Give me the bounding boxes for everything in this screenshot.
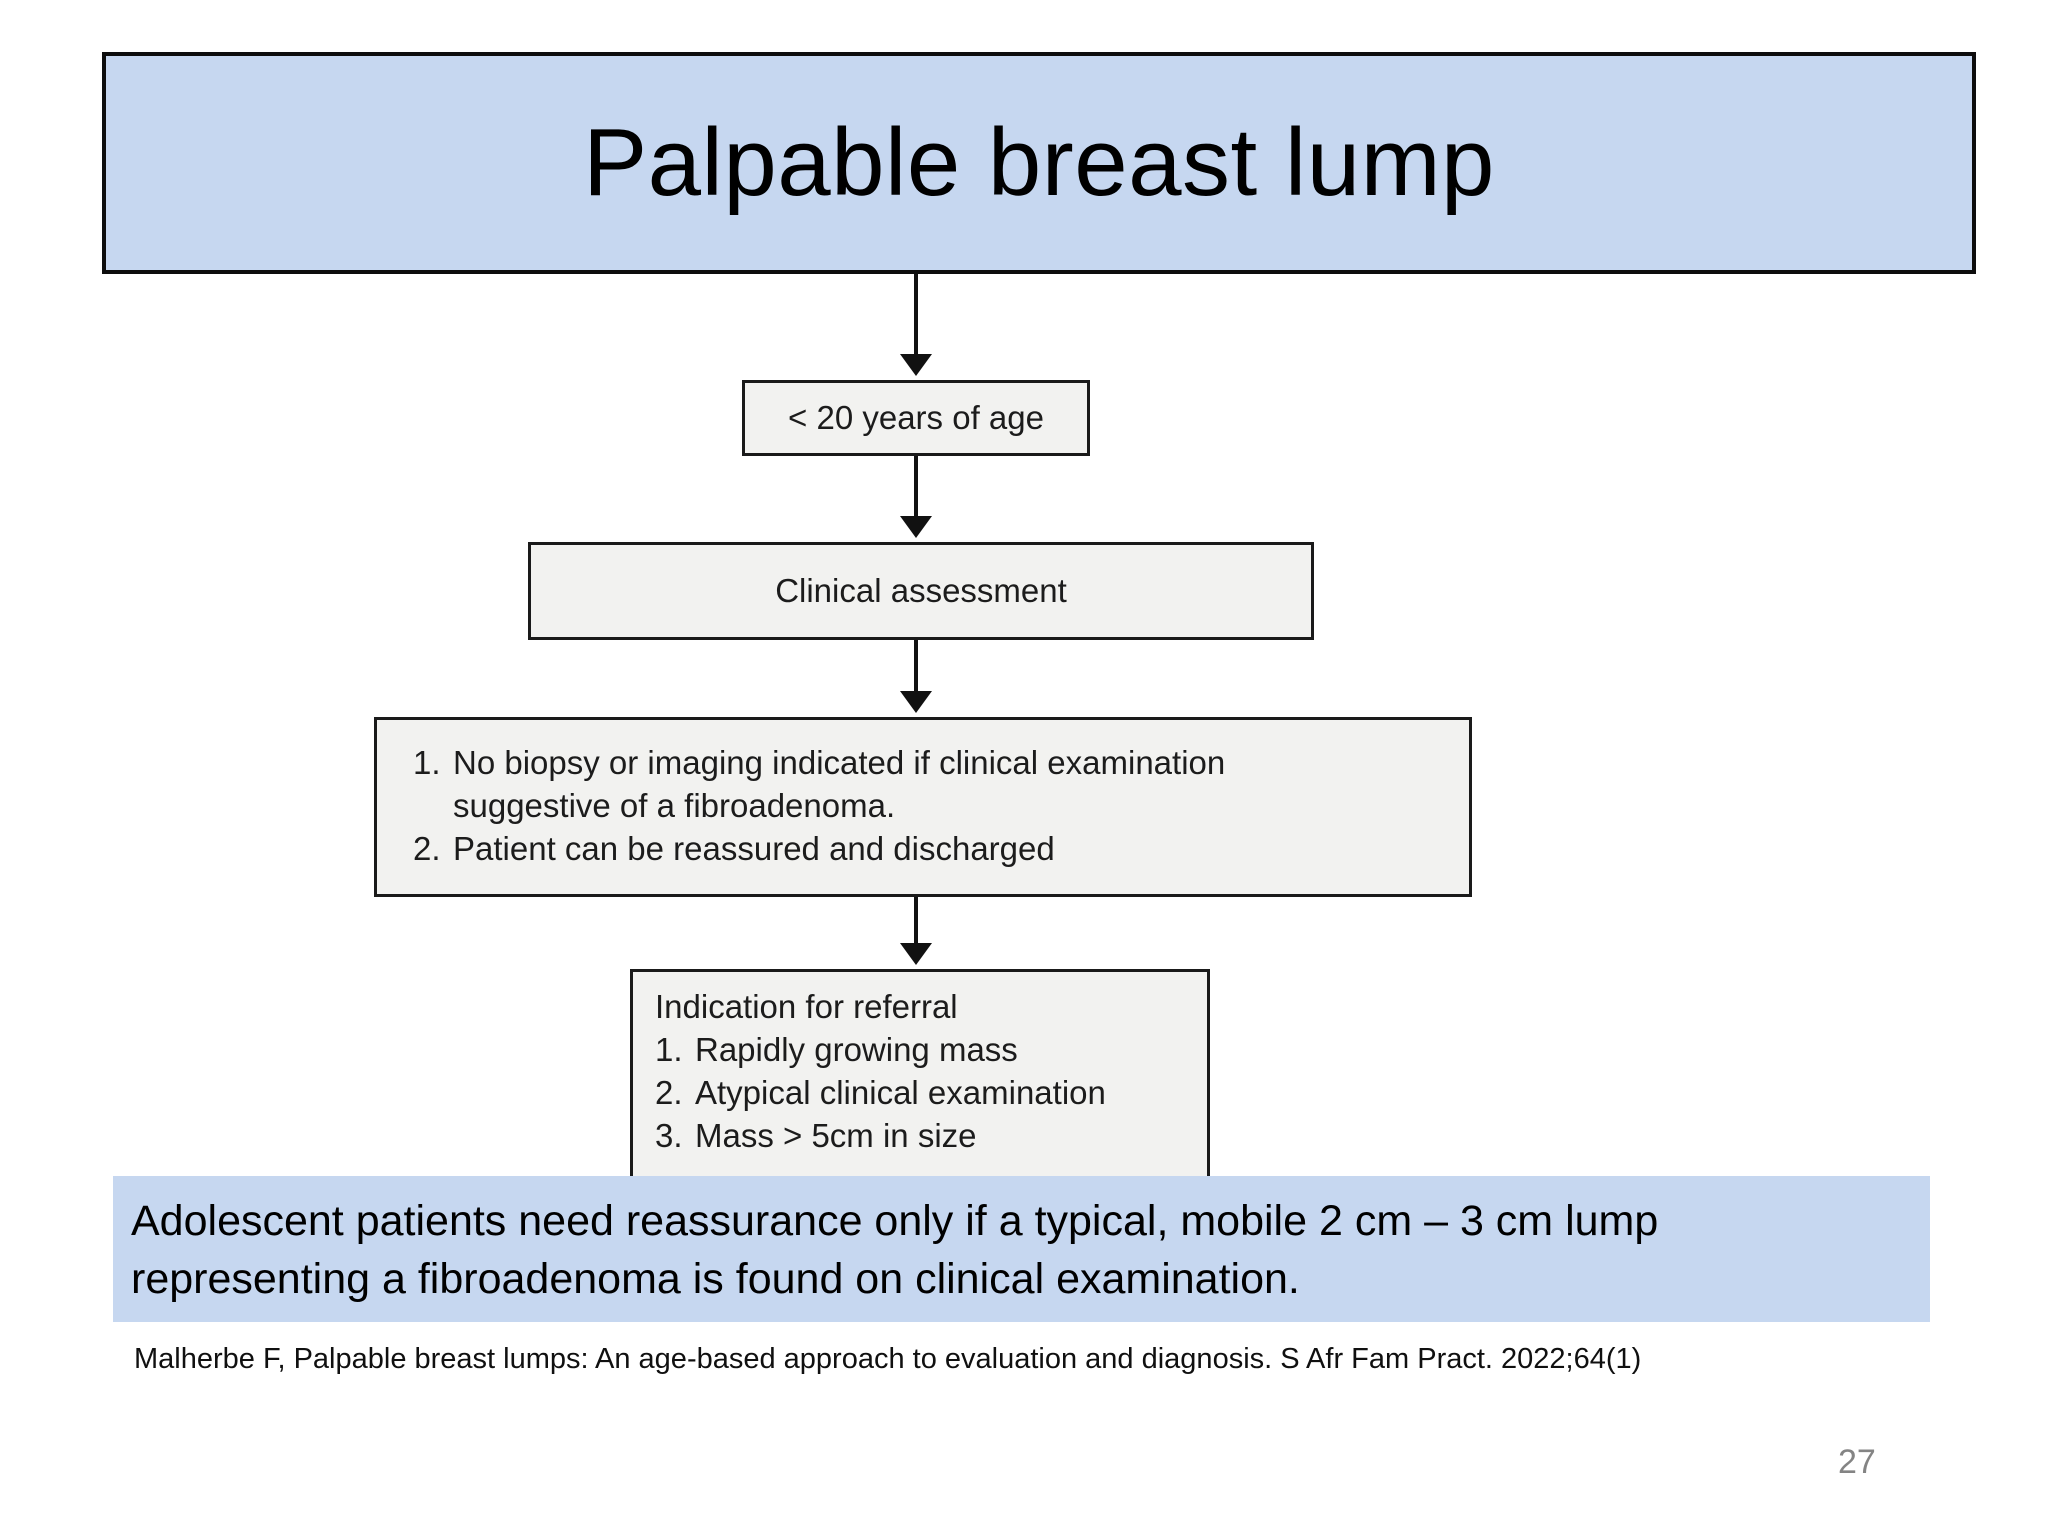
- flow-node-referral: Indication for referral 1. Rapidly growi…: [630, 969, 1210, 1194]
- list-item-number: 2.: [655, 1073, 683, 1111]
- list-item-text: Patient can be reassured and discharged: [453, 829, 1055, 867]
- slide-number: 27: [1838, 1443, 1876, 1481]
- list-item-number: 1.: [655, 1030, 683, 1068]
- list-item-text: Mass > 5cm in size: [695, 1116, 977, 1154]
- callout-line-1: Adolescent patients need reassurance onl…: [131, 1197, 1659, 1245]
- flow-node-assessment-label: Clinical assessment: [775, 572, 1067, 609]
- list-item: 2. Patient can be reassured and discharg…: [413, 828, 1469, 871]
- list-item: 1. No biopsy or imaging indicated if cli…: [413, 742, 1469, 785]
- list-item-number: 2.: [413, 829, 441, 867]
- arrowhead-down-icon: [900, 943, 932, 965]
- list-item-number: [413, 785, 453, 828]
- flow-node-assessment: Clinical assessment: [528, 542, 1314, 640]
- flow-node-age: < 20 years of age: [742, 380, 1090, 456]
- flow-node-referral-heading: Indication for referral: [655, 988, 958, 1025]
- page-title: Palpable breast lump: [583, 109, 1495, 216]
- list-item-continuation: suggestive of a fibroadenoma.: [413, 785, 1469, 828]
- connector-title-to-age: [914, 274, 918, 354]
- list-item-text: Atypical clinical examination: [695, 1073, 1106, 1111]
- arrowhead-down-icon: [900, 354, 932, 376]
- list-item-text: suggestive of a fibroadenoma.: [453, 786, 896, 824]
- list-item-number: 1.: [413, 744, 441, 781]
- arrowhead-down-icon: [900, 691, 932, 713]
- list-item-number: 3.: [655, 1116, 683, 1154]
- connector-assessment-to-advice: [914, 640, 918, 691]
- arrowhead-down-icon: [900, 516, 932, 538]
- flow-node-advice: 1. No biopsy or imaging indicated if cli…: [374, 717, 1472, 897]
- list-item-text: No biopsy or imaging indicated if clinic…: [453, 744, 1226, 781]
- list-item: 2. Atypical clinical examination: [655, 1072, 1207, 1115]
- list-item: 3. Mass > 5cm in size: [655, 1115, 1207, 1158]
- flowchart-diagram: < 20 years of age Clinical assessment 1.…: [0, 274, 2048, 1194]
- slide-title-banner: Palpable breast lump: [102, 52, 1976, 274]
- list-item-text: Rapidly growing mass: [695, 1030, 1018, 1068]
- connector-age-to-assessment: [914, 456, 918, 516]
- list-item: 1. Rapidly growing mass: [655, 1029, 1207, 1072]
- callout-text: Adolescent patients need reassurance onl…: [131, 1192, 1904, 1309]
- citation-text: Malherbe F, Palpable breast lumps: An ag…: [134, 1343, 1642, 1375]
- highlight-callout-bar: Adolescent patients need reassurance onl…: [113, 1176, 1930, 1322]
- flow-node-age-label: < 20 years of age: [788, 399, 1044, 436]
- callout-line-2: representing a fibroadenoma is found on …: [131, 1255, 1300, 1304]
- connector-advice-to-referral: [914, 897, 918, 943]
